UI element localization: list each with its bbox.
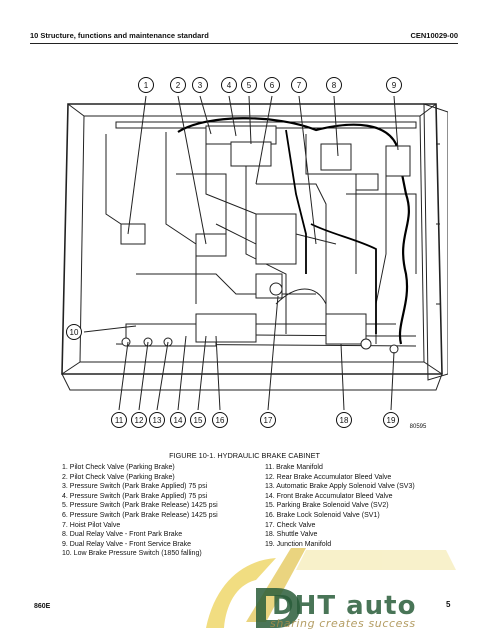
svg-text:18: 18	[340, 416, 349, 425]
legend-item: 5. Pressure Switch (Park Brake Release) …	[62, 502, 218, 510]
callout-4: 4	[221, 77, 237, 93]
svg-text:2: 2	[176, 81, 181, 90]
svg-text:6: 6	[270, 81, 275, 90]
callout-3: 3	[192, 77, 208, 93]
svg-text:11: 11	[115, 416, 124, 425]
legend-item: 8. Dual Relay Valve - Front Park Brake	[62, 531, 183, 539]
callout-19: 19	[383, 412, 399, 428]
svg-text:9: 9	[392, 81, 397, 90]
page-number: 5	[446, 600, 451, 609]
callout-14: 14	[170, 412, 186, 428]
legend-item: 9. Dual Relay Valve - Front Service Brak…	[62, 540, 192, 548]
legend-item: 4. Pressure Switch (Park Brake Applied) …	[62, 492, 208, 500]
figure-caption: FIGURE 10-1. HYDRAULIC BRAKE CABINET	[169, 451, 320, 460]
svg-text:4: 4	[227, 81, 232, 90]
svg-text:14: 14	[174, 416, 183, 425]
svg-text:7: 7	[297, 81, 302, 90]
legend-item: 18. Shuttle Valve	[265, 531, 318, 539]
callout-13: 13	[149, 412, 165, 428]
footer-model: 860E	[34, 603, 51, 610]
legend-item: 3. Pressure Switch (Park Brake Applied) …	[62, 483, 208, 491]
svg-text:10: 10	[70, 328, 79, 337]
svg-text:16: 16	[216, 416, 225, 425]
legend-item: 16. Brake Lock Solenoid Valve (SV1)	[265, 511, 380, 519]
legend-item: 12. Rear Brake Accumulator Bleed Valve	[265, 473, 392, 481]
callout-11: 11	[111, 412, 127, 428]
svg-text:12: 12	[135, 416, 144, 425]
legend-item: 13. Automatic Brake Apply Solenoid Valve…	[265, 483, 415, 491]
callout-7: 7	[291, 77, 307, 93]
callout-1: 1	[138, 77, 154, 93]
svg-text:17: 17	[264, 416, 273, 425]
callout-6: 6	[264, 77, 280, 93]
svg-text:3: 3	[198, 81, 203, 90]
callout-9: 9	[386, 77, 402, 93]
legend-item: 2. Pilot Check Valve (Parking Brake)	[62, 473, 175, 481]
callout-2: 2	[170, 77, 186, 93]
legend-item: 1. Pilot Check Valve (Parking Brake)	[62, 464, 175, 471]
legend-item: 14. Front Brake Accumulator Bleed Valve	[265, 492, 393, 500]
hydraulic-brake-cabinet-illustration: 1 2 3 4 5 6 7 8 9 10 11 12 13 14 15 16 1…	[61, 77, 448, 430]
callout-8: 8	[326, 77, 342, 93]
watermark-logo	[206, 548, 456, 628]
legend-right: 11. Brake Manifold 12. Rear Brake Accumu…	[265, 463, 465, 549]
svg-text:1: 1	[144, 81, 149, 90]
watermark-brand: DHT auto	[272, 591, 417, 621]
svg-text:19: 19	[387, 416, 396, 425]
svg-text:13: 13	[153, 416, 162, 425]
watermark-tagline: sharing creates success	[270, 617, 416, 630]
legend-item: 11. Brake Manifold	[265, 464, 323, 471]
callout-16: 16	[212, 412, 228, 428]
callout-10: 10	[66, 324, 82, 340]
legend-item: 19. Junction Manifold	[265, 540, 332, 548]
svg-text:8: 8	[332, 81, 337, 90]
legend-item: 10. Low Brake Pressure Switch (1850 fall…	[62, 550, 202, 558]
svg-text:15: 15	[194, 416, 203, 425]
legend-item: 6. Pressure Switch (Park Brake Release) …	[62, 511, 218, 519]
svg-text:5: 5	[247, 81, 252, 90]
legend-item: 17. Check Valve	[265, 521, 316, 529]
callout-17: 17	[260, 412, 276, 428]
callout-15: 15	[190, 412, 206, 428]
legend-left: 1. Pilot Check Valve (Parking Brake) 2. …	[62, 463, 262, 559]
figure-code: 80595	[410, 424, 427, 430]
callout-18: 18	[336, 412, 352, 428]
document-number: CEN10029-00	[410, 31, 458, 40]
callout-5: 5	[241, 77, 257, 93]
legend-item: 7. Hoist Pilot Valve	[62, 521, 121, 529]
page-header: 10 Structure, functions and maintenance …	[30, 29, 458, 44]
callout-12: 12	[131, 412, 147, 428]
legend-item: 15. Parking Brake Solenoid Valve (SV2)	[265, 502, 389, 510]
section-title: 10 Structure, functions and maintenance …	[30, 31, 209, 40]
